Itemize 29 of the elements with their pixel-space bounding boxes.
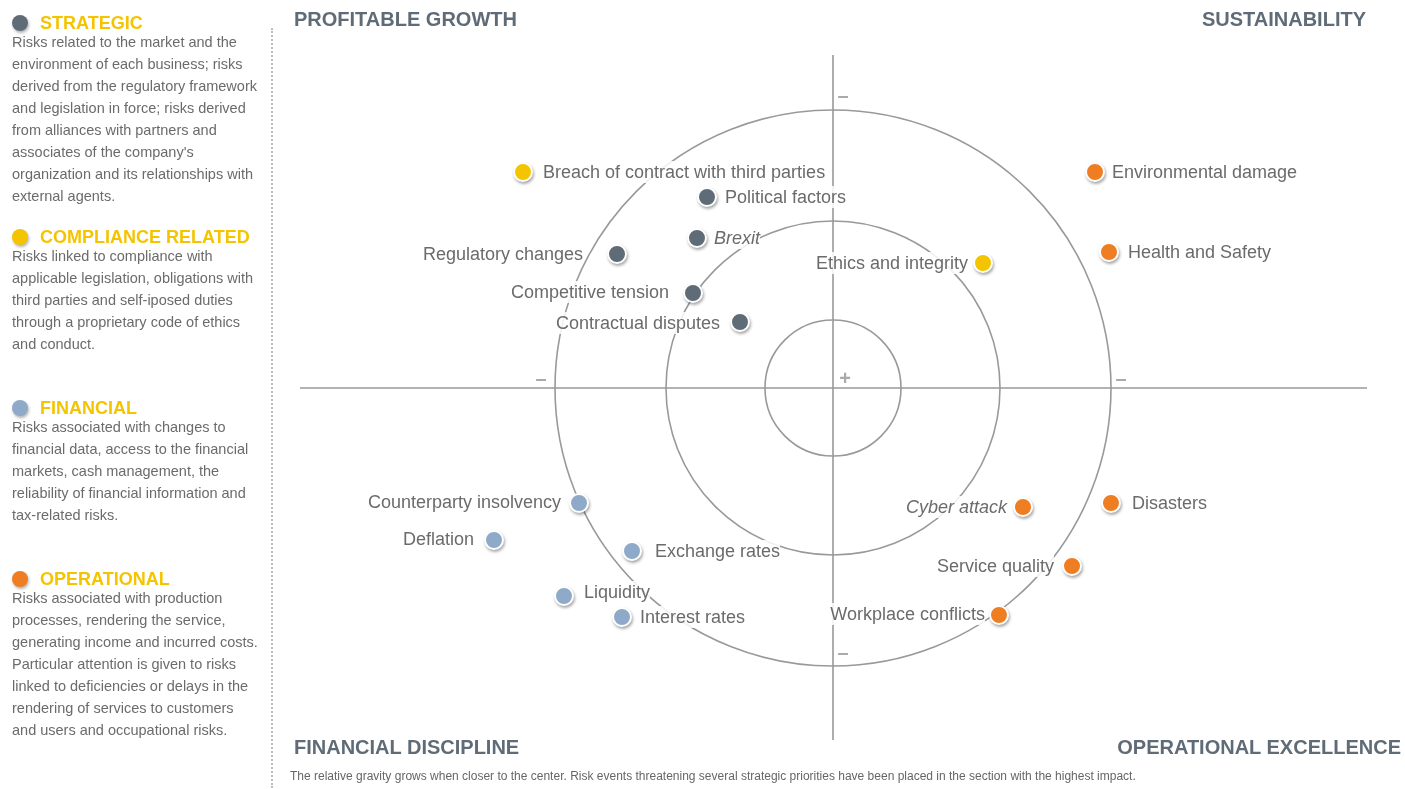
axis-sign: – bbox=[535, 367, 547, 389]
quadrant-title: OPERATIONAL EXCELLENCE bbox=[1117, 735, 1401, 759]
legend-heading: STRATEGIC bbox=[40, 12, 143, 34]
quadrant-title: PROFITABLE GROWTH bbox=[294, 7, 517, 31]
risk-label: Workplace conflicts bbox=[830, 603, 985, 625]
risk-label: Exchange rates bbox=[655, 540, 781, 562]
legend-description: Risks associated with changes to financial data, access to the financial markets, cash management, the reliability of financial information and tax-related risks. bbox=[12, 418, 250, 525]
risk-label: Ethics and integrity bbox=[815, 252, 968, 274]
risk-label: Competitive tension bbox=[510, 281, 669, 303]
risk-label: Cyber attack bbox=[905, 496, 1007, 518]
quadrant-title: SUSTAINABILITY bbox=[1201, 7, 1366, 31]
axis-sign: – bbox=[837, 641, 849, 663]
legend-description: Risks related to the market and the environment of each business; risks derived from the regulatory framework and legislation in force; risks derived from alliances with partners and associates of the company's organization and its relationships with external agents. bbox=[12, 33, 258, 206]
risk-label: Contractual disputes bbox=[555, 312, 720, 334]
risk-label: Service quality bbox=[936, 555, 1054, 577]
legend-description: Risks linked to compliance with applicable legislation, obligations with third parties and self-iposed duties through a proprietary code of ethics and conduct. bbox=[12, 247, 254, 354]
risk-label: Breach of contract with third parties bbox=[543, 161, 826, 183]
legend-heading: FINANCIAL bbox=[40, 397, 137, 419]
risk-label: Political factors bbox=[725, 186, 847, 208]
risk-label: Liquidity bbox=[584, 581, 651, 603]
axis-sign: – bbox=[837, 84, 849, 106]
caption: The relative gravity grows when closer to the center. Risk events threatening several strategic priorities have been placed in the section with the highest impact. bbox=[290, 768, 1136, 784]
legend-heading: COMPLIANCE RELATED bbox=[40, 226, 250, 248]
quadrant-title: FINANCIAL DISCIPLINE bbox=[294, 735, 520, 759]
risk-label: Interest rates bbox=[640, 606, 746, 628]
legend-description: Risks associated with production processes, rendering the service, generating income and incurred costs. Particular attention is given to risks linked to deficiencies or delays in the rendering of services to customers and users and occupational risks. bbox=[12, 589, 259, 740]
axis-sign: – bbox=[1115, 367, 1127, 389]
legend-heading: OPERATIONAL bbox=[40, 568, 170, 590]
axis-sign: + bbox=[839, 367, 851, 389]
